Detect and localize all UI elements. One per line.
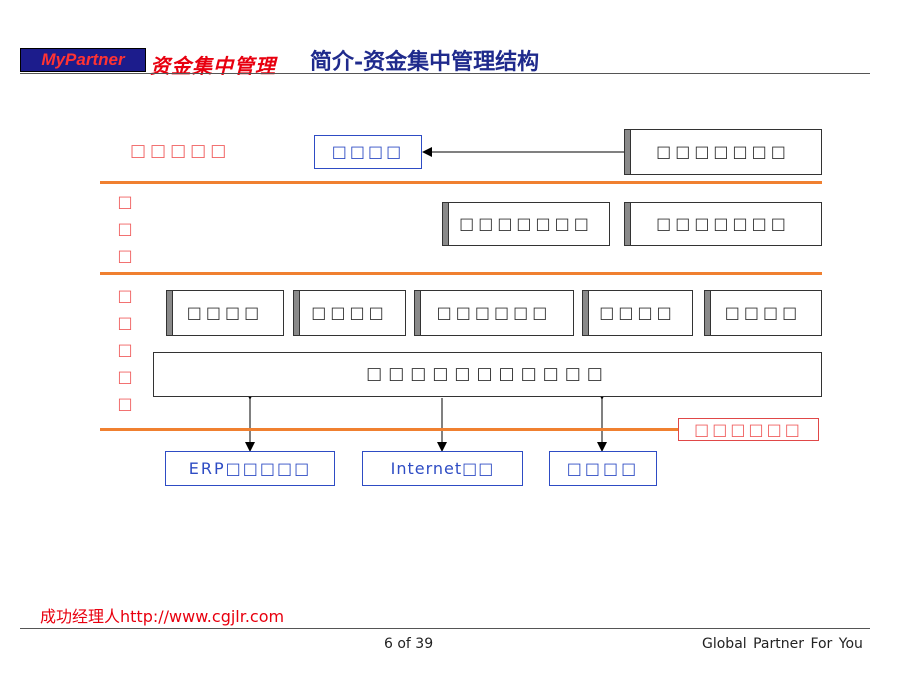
footer-tagline: Global Partner For You: [702, 636, 863, 652]
header-divider: [20, 73, 870, 74]
page-number: 6 of 39: [384, 636, 434, 652]
page-title: 简介-资金集中管理结构: [310, 49, 540, 75]
brand-title: 资金集中管理: [150, 54, 276, 78]
top-center-box[interactable]: □□□□: [314, 135, 422, 169]
top-right-system-label: □□□□□□□: [656, 142, 790, 161]
bank-box[interactable]: □□□□: [549, 451, 657, 486]
internet-box[interactable]: Internet□□: [362, 451, 523, 486]
erp-box[interactable]: ERP□□□□□: [165, 451, 335, 486]
layer3-label: □ □ □ □ □: [117, 286, 133, 413]
layer2-box-right[interactable]: □□□□□□□: [624, 202, 822, 246]
module-box-2[interactable]: □□□□: [293, 290, 406, 336]
module-box-5[interactable]: □□□□: [704, 290, 822, 336]
layer-separator-2: [100, 272, 822, 275]
top-right-system-box[interactable]: □□□□□□□: [624, 129, 822, 175]
footer-divider: [20, 628, 870, 629]
top-layer-label: □□□□□: [130, 141, 231, 161]
layer-separator-3: [100, 428, 678, 431]
footer-website-link[interactable]: 成功经理人http://www.cgjlr.com: [40, 607, 285, 626]
central-platform-box[interactable]: □□□□□□□□□□□: [153, 352, 822, 397]
module-box-3[interactable]: □□□□□□: [414, 290, 574, 336]
layer-separator-1: [100, 181, 822, 184]
mypartner-logo: MyPartner: [20, 48, 146, 72]
layer2-box-left[interactable]: □□□□□□□: [442, 202, 610, 246]
layer2-label: □ □ □: [117, 192, 133, 265]
module-box-4[interactable]: □□□□: [582, 290, 693, 336]
external-layer-label: □□□□□□: [678, 418, 819, 441]
module-box-1[interactable]: □□□□: [166, 290, 284, 336]
